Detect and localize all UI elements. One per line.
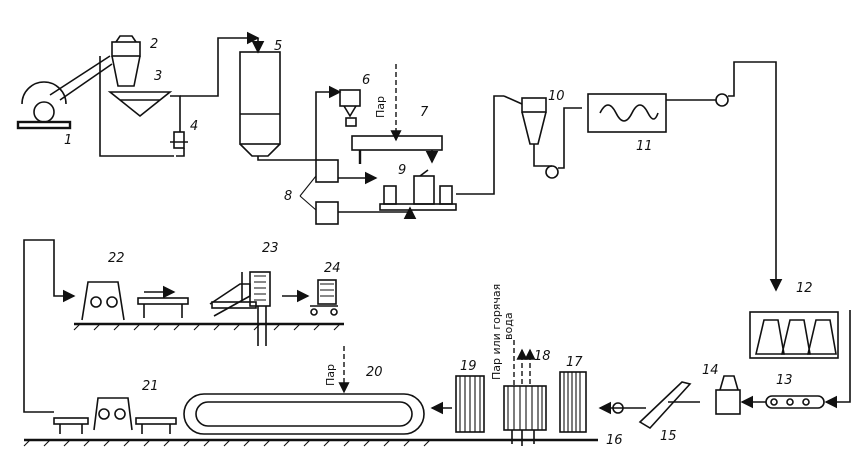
- label-23: 23: [262, 241, 279, 256]
- steam-label-bottom: Пар: [324, 364, 337, 386]
- label-22: 22: [108, 251, 125, 266]
- machine-13-conveyor: [740, 310, 851, 409]
- machine-11-dryer: [587, 61, 783, 292]
- machine-22-saw: [81, 281, 189, 321]
- label-16: 16: [606, 433, 623, 448]
- pipe-4-down: [176, 148, 185, 157]
- label-9: 9: [398, 163, 406, 178]
- machine-20-tunnel-chamber: [183, 346, 452, 435]
- machine-23-sander: [209, 271, 271, 346]
- steam-or-water-label-2: вода: [502, 312, 515, 340]
- machine-12-forming: [749, 311, 839, 359]
- label-10: 10: [548, 89, 565, 104]
- label-21: 21: [142, 379, 159, 394]
- machine-1-chipper: [16, 55, 113, 130]
- steam-label-top: Пар: [374, 96, 387, 118]
- machine-4-fan: [170, 131, 188, 149]
- label-12: 12: [796, 281, 813, 296]
- label-17: 17: [566, 355, 583, 370]
- pipe-3-to-5: [180, 31, 260, 97]
- machine-9-blender: [379, 95, 504, 211]
- machine-24-cart: [282, 279, 338, 316]
- machine-19-stack: [455, 375, 485, 433]
- pipe-3-to-4: [170, 95, 181, 132]
- machine-7-mixer: [351, 135, 443, 164]
- label-11: 11: [636, 139, 653, 154]
- pipe-return-loop: [99, 56, 174, 157]
- pipe-21-to-22: [23, 239, 76, 413]
- label-18: 18: [534, 349, 551, 364]
- machine-17-stack: [559, 371, 587, 433]
- label-24: 24: [324, 261, 341, 276]
- label-19: 19: [460, 359, 477, 374]
- label-6: 6: [362, 73, 370, 88]
- machine-6-doser: [339, 89, 361, 127]
- label-20: 20: [366, 365, 383, 380]
- label-7: 7: [420, 105, 429, 120]
- machine-21-saw: [53, 397, 177, 434]
- machine-2-cyclone: [111, 35, 141, 87]
- steam-or-water-label-1: Пар или горячая: [490, 284, 503, 380]
- machine-16-roller: [598, 401, 646, 415]
- machine-8-tanks: [299, 159, 417, 225]
- machine-5-silo: [239, 38, 342, 161]
- machine-18-hotpress: [503, 340, 547, 446]
- machine-10-cyclone: [503, 95, 582, 179]
- machine-3-hopper: [107, 91, 173, 118]
- label-8: 8: [284, 189, 292, 204]
- label-14: 14: [702, 363, 719, 378]
- label-3: 3: [154, 69, 162, 84]
- label-13: 13: [776, 373, 793, 388]
- label-4: 4: [190, 119, 198, 134]
- label-2: 2: [150, 37, 158, 52]
- machine-14-prepress: [715, 375, 741, 415]
- label-15: 15: [660, 429, 677, 444]
- label-1: 1: [64, 133, 72, 148]
- machine-15-loader: [638, 381, 700, 430]
- label-5: 5: [274, 39, 282, 54]
